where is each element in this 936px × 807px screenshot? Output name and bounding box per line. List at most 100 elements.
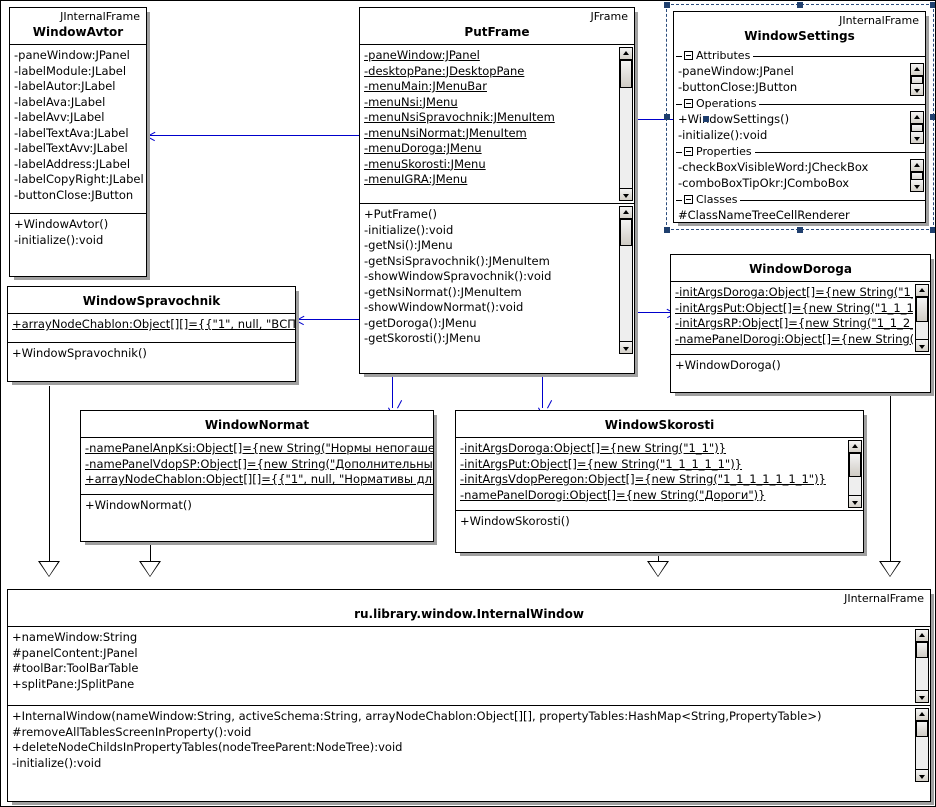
attribute: -labelTextAva:JLabel <box>14 125 129 140</box>
operations-compartment: +WindowNormat() <box>81 495 433 534</box>
attribute: -initArgsRP:Object[]={new String("1_1_2_ <box>675 316 913 330</box>
scroll-track[interactable] <box>847 453 862 495</box>
divider <box>456 437 863 438</box>
scroll-up-icon[interactable] <box>618 206 633 219</box>
attributes-scrollbar[interactable] <box>913 629 929 703</box>
collapse-toggle-icon[interactable] <box>684 99 693 108</box>
scroll-thumb[interactable] <box>915 642 928 659</box>
scroll-down-icon[interactable] <box>914 769 929 782</box>
divider <box>671 281 930 282</box>
class-box-window-avtor[interactable]: JInternalFrame WindowAvtor -paneWindow:J… <box>9 7 147 277</box>
generalization-windownormat <box>150 542 151 561</box>
scroll-up-icon[interactable] <box>909 63 924 76</box>
selection-handle-middle-right[interactable] <box>930 114 935 120</box>
class-box-window-spravochnik[interactable]: WindowSpravochnik +arrayNodeChablon:Obje… <box>7 286 296 382</box>
scroll-down-icon[interactable] <box>618 341 633 354</box>
scroll-down-icon[interactable] <box>914 339 929 352</box>
scroll-down-icon[interactable] <box>847 495 862 508</box>
scroll-track[interactable] <box>914 642 929 690</box>
class-box-window-normat[interactable]: WindowNormat -namePanelAnpKsi:Object[]={… <box>80 410 434 542</box>
scroll-track[interactable] <box>914 721 929 769</box>
attributes-compartment: -initArgsDoroga:Object[]={new String("1_… <box>671 282 930 354</box>
operations-scrollbar[interactable] <box>908 111 924 144</box>
scroll-up-icon[interactable] <box>914 708 929 721</box>
divider <box>8 313 295 314</box>
scroll-thumb[interactable] <box>619 219 632 246</box>
scroll-track[interactable] <box>914 297 929 339</box>
attributes-scrollbar[interactable] <box>913 284 929 352</box>
collapse-toggle-icon[interactable] <box>684 195 693 204</box>
group-header-properties[interactable]: Properties <box>674 144 925 159</box>
class-box-internal-window[interactable]: JInternalFrame ru.library.window.Interna… <box>7 589 931 802</box>
scroll-track[interactable] <box>909 124 924 134</box>
divider <box>10 44 146 45</box>
scroll-track[interactable] <box>909 76 924 86</box>
scroll-up-icon[interactable] <box>914 284 929 297</box>
scroll-thumb[interactable] <box>915 721 928 738</box>
scroll-up-icon[interactable] <box>909 111 924 124</box>
group-body-classes: #ClassNameTreeCellRenderer <box>674 207 925 225</box>
scroll-track[interactable] <box>618 219 633 341</box>
attributes-scrollbar[interactable] <box>617 47 633 201</box>
class-box-window-settings[interactable]: JInternalFrame WindowSettings Attributes… <box>673 11 926 223</box>
group-header-classes[interactable]: Classes <box>674 192 925 207</box>
attribute: -labelAva:JLabel <box>14 94 106 109</box>
selection-handle-top-right[interactable] <box>930 2 935 8</box>
divider <box>10 213 146 214</box>
selection-handle-top-left[interactable] <box>664 2 670 8</box>
operation: +WindowDoroga() <box>675 358 781 372</box>
scroll-thumb[interactable] <box>915 297 928 323</box>
operations-compartment: +WindowAvtor() -initialize():void <box>10 214 146 252</box>
operation: -getDoroga():JMenu <box>364 315 477 330</box>
scroll-down-icon[interactable] <box>909 131 924 144</box>
operation: +InternalWindow(nameWindow:String, activ… <box>12 709 822 723</box>
operation: -getNsiNormat():JMenuItem <box>364 284 522 299</box>
group-lead-line <box>676 55 682 57</box>
scroll-down-icon[interactable] <box>909 179 924 192</box>
group-trail-line <box>753 55 925 57</box>
generalization-windowdoroga <box>890 393 891 561</box>
attributes-scrollbar[interactable] <box>846 440 862 508</box>
divider <box>360 44 634 45</box>
class-name: WindowSpravochnik <box>82 294 221 308</box>
attribute: -paneWindow:JPanel <box>678 64 794 78</box>
selection-handle-bottom-right[interactable] <box>930 227 935 233</box>
attributes-compartment: +arrayNodeChablon:Object[][]={{"1", null… <box>8 314 295 342</box>
attributes-scrollbar[interactable] <box>908 63 924 96</box>
class-box-window-skorosti[interactable]: WindowSkorosti -initArgsDoroga:Object[]=… <box>455 410 864 553</box>
group-body-properties: -checkBoxVisibleWord:JCheckBox -comboBox… <box>674 159 925 192</box>
class-box-window-doroga[interactable]: WindowDoroga -initArgsDoroga:Object[]={n… <box>670 254 931 393</box>
operations-scrollbar[interactable] <box>617 206 633 354</box>
divider <box>8 705 930 706</box>
scroll-down-icon[interactable] <box>618 188 633 201</box>
attribute: -initArgsVdopPeregon:Object[]={new Strin… <box>460 472 826 486</box>
group-label: Attributes <box>696 49 751 62</box>
attribute: -namePanelVdopSP:Object[]={new String("Д… <box>85 456 433 471</box>
selection-handle-middle-left[interactable] <box>664 114 670 120</box>
attribute: -paneWindow:JPanel <box>14 48 130 62</box>
group-header-attributes[interactable]: Attributes <box>674 48 925 63</box>
scroll-thumb[interactable] <box>848 453 861 478</box>
selection-handle-bottom-center[interactable] <box>797 227 803 233</box>
properties-scrollbar[interactable] <box>908 159 924 192</box>
scroll-up-icon[interactable] <box>847 440 862 453</box>
collapse-toggle-icon[interactable] <box>684 147 693 156</box>
class-box-put-frame[interactable]: JFrame PutFrame -paneWindow:JPanel -desk… <box>359 7 635 374</box>
scroll-up-icon[interactable] <box>618 47 633 60</box>
operations-scrollbar[interactable] <box>913 708 929 782</box>
scroll-down-icon[interactable] <box>914 690 929 703</box>
group-lead-line <box>676 151 682 153</box>
scroll-thumb[interactable] <box>619 60 632 89</box>
scroll-down-icon[interactable] <box>909 83 924 96</box>
scroll-up-icon[interactable] <box>909 159 924 172</box>
selection-handle-bottom-left[interactable] <box>664 227 670 233</box>
scroll-track[interactable] <box>618 60 633 188</box>
group-header-operations[interactable]: Operations <box>674 96 925 111</box>
collapse-toggle-icon[interactable] <box>684 51 693 60</box>
scroll-up-icon[interactable] <box>914 629 929 642</box>
attribute: -menuIGRA:JMenu <box>364 172 468 186</box>
attribute: +arrayNodeChablon:Object[][]={{"1", null… <box>85 472 433 486</box>
scroll-track[interactable] <box>909 172 924 182</box>
selection-handle-top-center[interactable] <box>797 2 803 8</box>
